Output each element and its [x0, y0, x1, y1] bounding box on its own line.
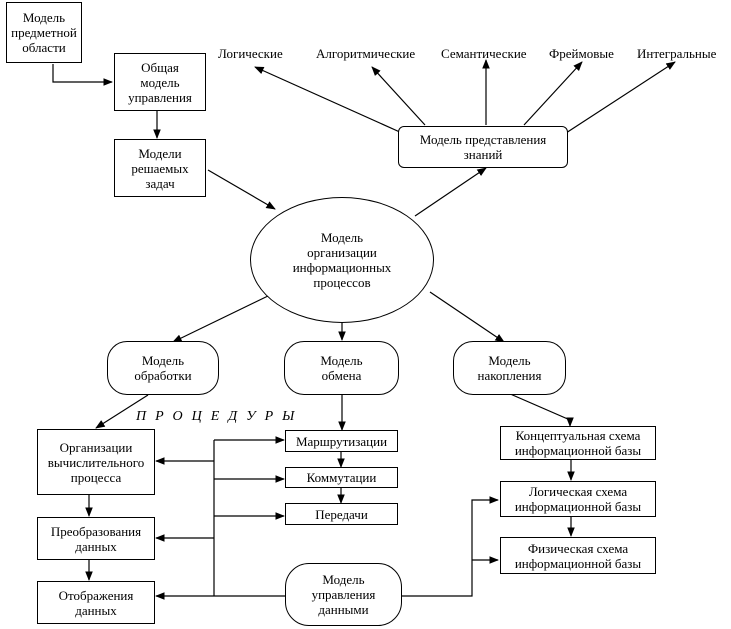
data-control-box: Модель управления данными — [285, 563, 402, 626]
accumulation-box: Модель накопления — [453, 341, 566, 395]
arrow-knowledge-to-logical — [254, 66, 403, 134]
subject-area-label: Модель предметной области — [11, 10, 77, 55]
knowledge-type-logical: Логические — [218, 46, 283, 61]
arrow-organization-to-processing — [172, 294, 271, 343]
tasks-box: Модели решаемых задач — [114, 139, 206, 197]
knowledge-label: Модель представления знаний — [419, 132, 547, 162]
arrow-tasks-to-organization — [207, 169, 276, 210]
arrow-organization-to-knowledge — [414, 167, 487, 217]
arrow-accumulation-to-conceptual — [507, 392, 574, 427]
arrow-datacontrol-to-logical — [402, 496, 499, 597]
accumulation-label: Модель накопления — [477, 353, 542, 383]
knowledge-type-algorithmic: Алгоритмические — [316, 46, 416, 61]
routing-box: Маршрутизации — [285, 430, 398, 452]
logical-schema-label: Логическая схема информационной базы — [514, 484, 642, 514]
comp-process-label: Организации вычислительного процесса — [47, 439, 145, 485]
general-control-label: Общая модель управления — [128, 59, 192, 105]
display-label: Отображения данных — [58, 587, 134, 618]
procedures-label: ПРОЦЕДУРЫ — [136, 409, 304, 424]
conceptual-box: Концептуальная схема информационной базы — [500, 426, 656, 460]
exchange-label: Модель обмена — [320, 353, 363, 383]
transform-label: Преобразования данных — [50, 523, 142, 554]
arrow-knowledge-to-integral — [565, 61, 676, 134]
knowledge-box: Модель представления знаний — [398, 126, 568, 168]
logical-schema-box: Логическая схема информационной базы — [500, 481, 656, 517]
switching-box: Коммутации — [285, 467, 398, 488]
knowledge-type-integral: Интегральные — [637, 46, 717, 61]
organization-ellipse: Модель организации информационных процес… — [250, 197, 434, 323]
arrow-knowledge-to-algorithmic — [371, 66, 426, 126]
processing-box: Модель обработки — [107, 341, 219, 395]
arrow-knowledge-to-frame — [523, 61, 583, 126]
switching-label: Коммутации — [306, 470, 377, 485]
data-control-label: Модель управления данными — [311, 572, 376, 617]
arrow-subject-to-control — [52, 64, 113, 86]
comp-process-box: Организации вычислительного процесса — [37, 429, 155, 495]
routing-label: Маршрутизации — [295, 433, 388, 449]
exchange-box: Модель обмена — [284, 341, 399, 395]
physical-box: Физическая схема информационной базы — [500, 537, 656, 574]
arrow-processing-to-comp — [95, 394, 149, 429]
tasks-label: Модели решаемых задач — [131, 145, 189, 191]
knowledge-type-semantic: Семантические — [441, 46, 527, 61]
transfer-label: Передачи — [315, 506, 368, 522]
arrow-organization-to-accumulation — [429, 291, 505, 343]
display-box: Отображения данных — [37, 581, 155, 624]
physical-label: Физическая схема информационной базы — [514, 540, 642, 571]
processing-label: Модель обработки — [134, 353, 192, 383]
organization-label: Модель организации информационных процес… — [292, 230, 392, 290]
subject-area-box: Модель предметной области — [6, 2, 82, 63]
knowledge-type-frame: Фреймовые — [549, 46, 614, 61]
conceptual-label: Концептуальная схема информационной базы — [514, 428, 642, 458]
general-control-box: Общая модель управления — [114, 53, 206, 111]
transfer-box: Передачи — [285, 503, 398, 525]
transform-box: Преобразования данных — [37, 517, 155, 560]
